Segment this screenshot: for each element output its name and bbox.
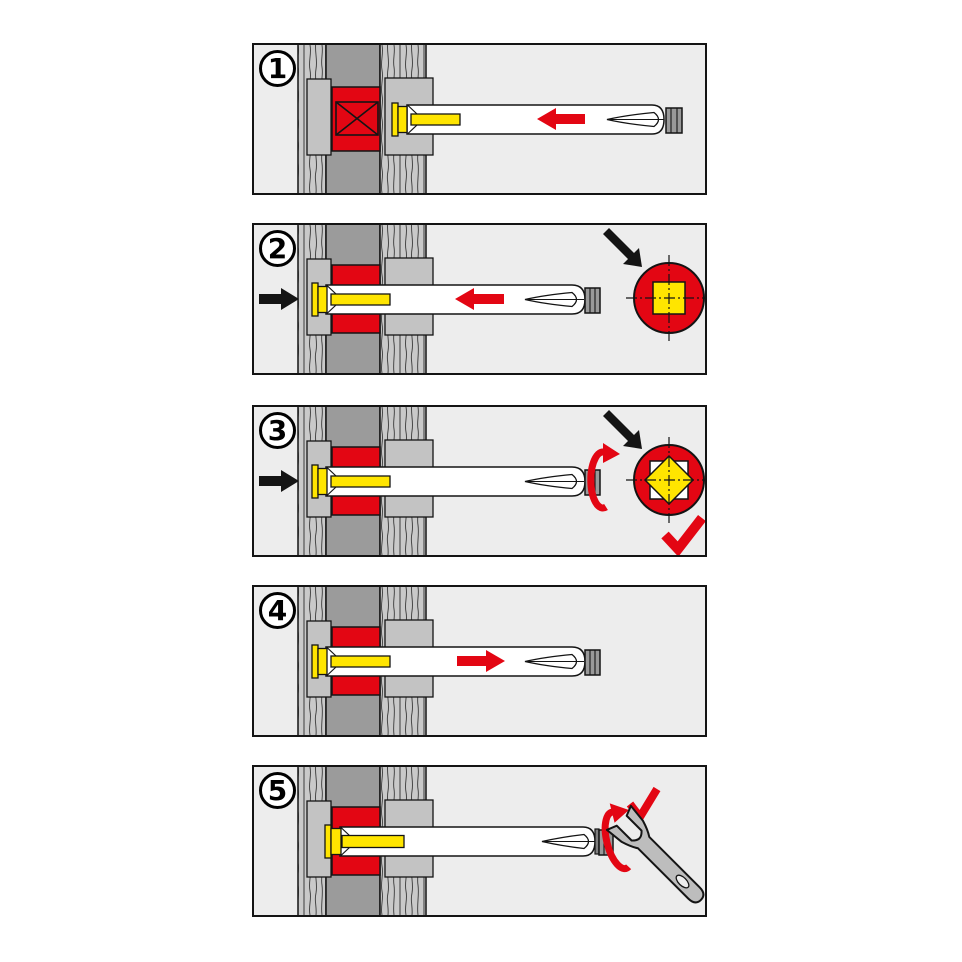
step-4-illustration [297, 587, 601, 735]
anchor-collar [317, 647, 328, 676]
step-number-badge: 5 [259, 772, 296, 809]
press-arrow-icon [259, 470, 299, 492]
anchor-rod [330, 655, 391, 668]
wrench-handle-hole [675, 874, 690, 889]
step-number: 5 [267, 773, 288, 807]
anchor-assembly [391, 102, 683, 137]
anchor-flange [324, 824, 332, 859]
sleeve-mouth-chamfer [407, 105, 418, 134]
step-number-badge: 2 [259, 230, 296, 267]
step-number-badge: 4 [259, 592, 296, 629]
anchor-assembly [311, 282, 601, 317]
anchor-spike [524, 291, 584, 308]
detail-pointer-arrow-icon [603, 228, 642, 267]
sleeve-mouth-chamfer [326, 285, 337, 314]
rotate-arrow-icon [601, 803, 632, 873]
sleeve-mouth-chamfer [326, 467, 337, 496]
step-panel-4: 4 [252, 585, 707, 737]
anchor-rod [330, 293, 391, 306]
nut-facet-line [589, 288, 596, 313]
anchor-collar [317, 467, 328, 496]
anchor-flange [311, 282, 319, 317]
anchor-flange [391, 102, 399, 137]
anchor-rod [410, 113, 461, 126]
step-panel-1: 1 [252, 43, 707, 195]
pull-direction-arrow-icon [457, 650, 505, 672]
drill-position-cross-mark [335, 101, 379, 136]
nut-facet-line [670, 108, 678, 133]
anchor-flange [311, 644, 319, 679]
hex-nut [665, 107, 683, 134]
step-number: 4 [267, 593, 288, 627]
sleeve-mouth-chamfer [340, 827, 351, 856]
anchor-spike [524, 473, 584, 490]
step-1-illustration [297, 45, 683, 193]
press-arrow-icon [259, 288, 299, 310]
wrench-icon [605, 804, 705, 904]
step-number: 3 [267, 413, 288, 447]
insert-direction-arrow-icon [455, 288, 504, 310]
step-panel-3: 3 [252, 405, 707, 557]
anchor-spike [606, 111, 664, 128]
outer-plaster-block [306, 78, 332, 156]
detail-pointer-arrow-icon [603, 410, 642, 449]
insert-direction-arrow-icon [537, 108, 585, 130]
step-number-badge: 3 [259, 412, 296, 449]
anchor-assembly [311, 464, 601, 499]
anchor-rod [341, 834, 405, 849]
hex-nut [584, 649, 601, 676]
step-panel-2: 2 [252, 223, 707, 375]
step-number: 1 [267, 51, 288, 85]
anchor-rod [330, 475, 391, 488]
hole-detail-callout [603, 410, 705, 523]
anchor-flange [311, 464, 319, 499]
step-number-badge: 1 [259, 50, 296, 87]
step-3-illustration [259, 407, 705, 555]
check-icon [661, 514, 705, 555]
hole-detail-callout [603, 228, 705, 341]
step-2-illustration [259, 225, 705, 373]
anchor-assembly [324, 824, 614, 859]
anchor-assembly [311, 644, 601, 679]
centerline [626, 437, 703, 523]
anchor-collar [317, 285, 328, 314]
centerline [626, 255, 703, 341]
anchor-spike [541, 833, 595, 850]
anchor-spike [524, 653, 584, 670]
sleeve-mouth-chamfer [326, 647, 337, 676]
step-5-illustration [297, 767, 705, 915]
rotate-arrow-icon [587, 443, 620, 512]
step-panel-5: 5 [252, 765, 707, 917]
step-number: 2 [267, 231, 288, 265]
nut-facet-line [589, 650, 596, 675]
anchor-collar [397, 105, 408, 134]
wall-cross-section [297, 45, 434, 193]
hex-nut [584, 287, 601, 314]
anchor-collar [330, 827, 342, 856]
